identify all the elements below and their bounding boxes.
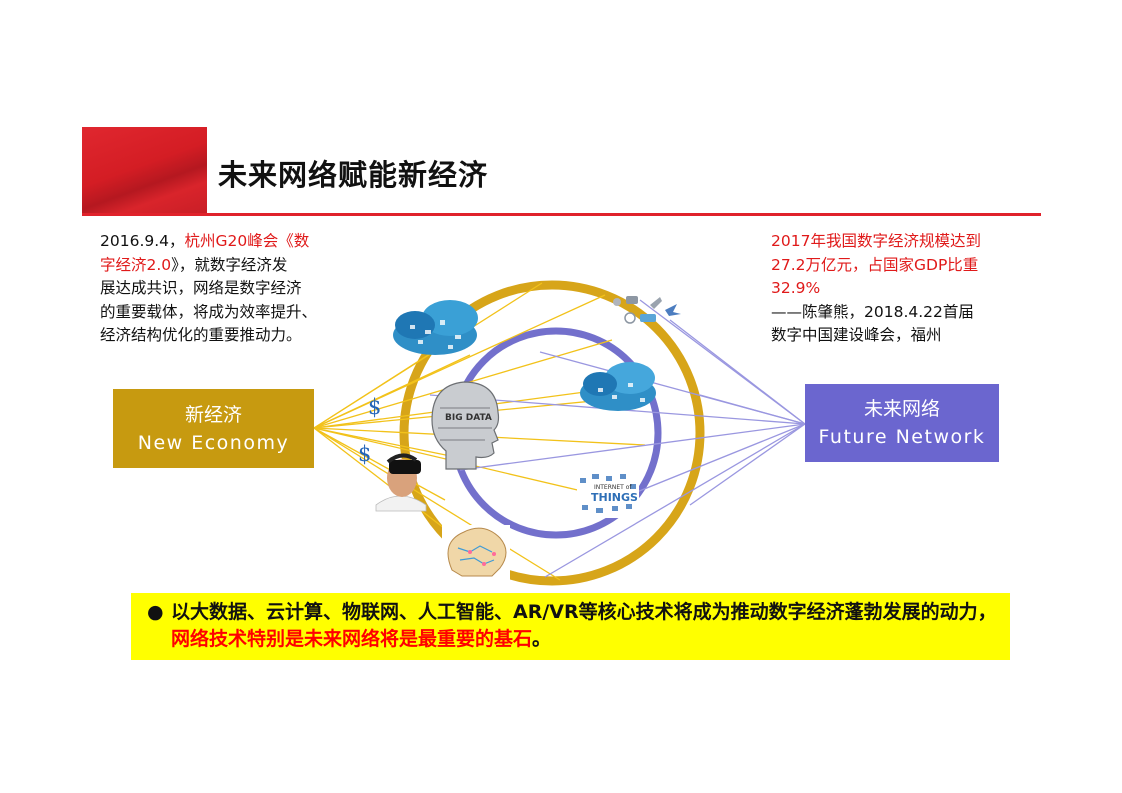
- quote-left-line2: 字经济2.0》，就数字经济发: [100, 254, 317, 278]
- cloud-services-icon: [580, 362, 656, 411]
- big-data-head-icon: BIG DATA: [431, 381, 500, 470]
- dollar-icon-upper: $: [368, 395, 381, 419]
- future-network-zh: 未来网络: [863, 398, 940, 420]
- iot-label-top: INTERNET of: [594, 484, 632, 491]
- quote-left-date: 2016.9.4，: [100, 232, 185, 250]
- internet-of-things-icon: INTERNET of THINGS: [577, 470, 639, 518]
- cloud-computing-icon: [393, 300, 478, 355]
- key-point-end: 。: [532, 628, 552, 650]
- key-point-highlight: 网络技术特别是未来网络将是最重要的基石: [171, 628, 533, 650]
- transport-icons: [613, 296, 681, 324]
- quote-left-line5: 经济结构优化的重要推动力。: [100, 326, 302, 344]
- new-economy-zh: 新经济: [184, 403, 242, 426]
- quote-right-line1: 2017年我国数字经济规模达到: [771, 232, 981, 250]
- new-economy-box: 新经济 New Economy: [113, 389, 314, 468]
- big-data-label: BIG DATA: [445, 413, 492, 423]
- ai-brain-icon: [442, 525, 510, 583]
- quote-right-line3: 32.9%: [771, 279, 821, 297]
- dollar-icon-lower: $: [358, 442, 371, 466]
- bullet-icon: ●: [147, 601, 164, 623]
- quote-right-attribution: ——陈肇熊，2018.4.22首届: [771, 302, 974, 321]
- new-economy-en: New Economy: [137, 431, 290, 454]
- quote-left-line1: 2016.9.4，杭州G20峰会《数: [100, 230, 317, 254]
- key-point-text: 以大数据、云计算、物联网、人工智能、AR/VR等核心技术将成为推动数字经济蓬勃发…: [171, 599, 1001, 653]
- quote-right: 2017年我国数字经济规模达到 27.2万亿元，占国家GDP比重 32.9% —…: [771, 230, 981, 348]
- quote-right-location: 数字中国建设峰会，福州: [771, 326, 942, 344]
- iot-label-bottom: THINGS: [591, 491, 638, 504]
- future-network-en: Future Network: [818, 426, 986, 448]
- quote-left: 2016.9.4，杭州G20峰会《数 字经济2.0》，就数字经济发 展达成共识，…: [100, 230, 317, 348]
- key-point-banner: ● 以大数据、云计算、物联网、人工智能、AR/VR等核心技术将成为推动数字经济蓬…: [131, 593, 1010, 660]
- page-title: 未来网络赋能新经济: [218, 158, 489, 192]
- future-network-box: 未来网络 Future Network: [805, 384, 999, 462]
- vr-person-icon: [375, 453, 427, 512]
- quote-left-text: 》，就数字经济发: [171, 255, 288, 274]
- quote-left-event: 杭州G20峰会《数: [184, 232, 310, 250]
- title-divider: [82, 213, 1041, 216]
- quote-right-line2: 27.2万亿元，占国家GDP比重: [771, 255, 979, 274]
- header-red-block: [82, 127, 207, 215]
- quote-left-line3: 展达成共识，网络是数字经济: [100, 279, 302, 297]
- quote-left-book: 字经济2.0: [100, 255, 172, 274]
- quote-left-line4: 的重要载体，将成为效率提升、: [100, 302, 318, 321]
- key-point-plain: 以大数据、云计算、物联网、人工智能、AR/VR等核心技术将成为推动数字经济蓬勃发…: [171, 601, 997, 623]
